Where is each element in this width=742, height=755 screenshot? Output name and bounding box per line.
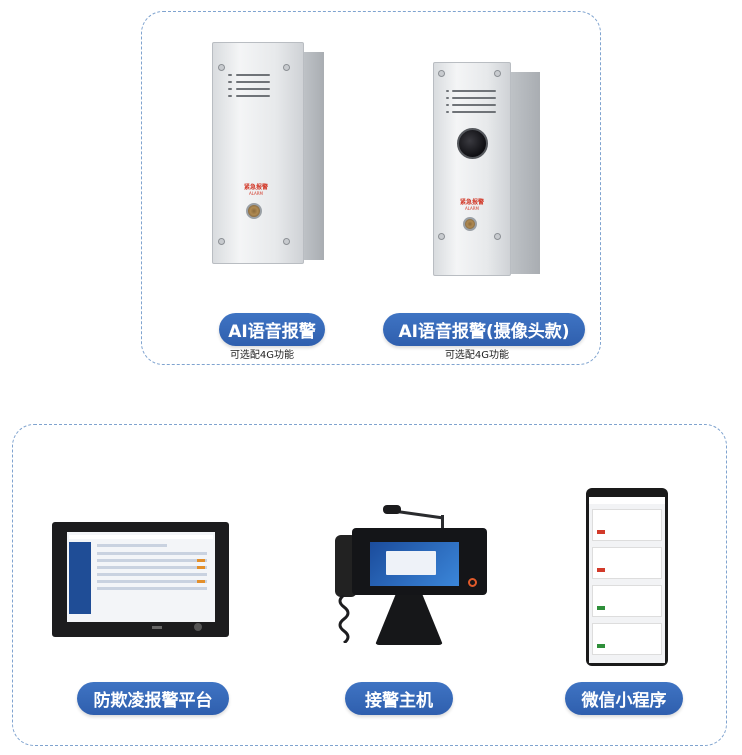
wechat-screen [589, 497, 665, 663]
screw-icon [494, 233, 501, 240]
panel-alarm-sublabel: ALARM [248, 191, 264, 196]
microphone-icon [383, 505, 401, 514]
screw-icon [438, 70, 445, 77]
panel-side [303, 52, 324, 260]
option-4g-note: 可选配4G功能 [229, 350, 295, 361]
handset-icon [335, 535, 357, 597]
panel-face [212, 42, 304, 264]
wechat-phone [586, 488, 668, 666]
screw-icon [218, 238, 225, 245]
panel-alarm-sublabel: ALARM [464, 206, 480, 211]
camera-lens-icon [457, 128, 488, 159]
rack-server-image [52, 522, 229, 637]
screw-icon [494, 70, 501, 77]
panel-alarm-label: 紧急报警 [243, 184, 269, 191]
handset-cord [338, 595, 350, 643]
alarm-host-label: 接警主机 [345, 682, 453, 715]
option-4g-note: 可选配4G功能 [444, 350, 510, 361]
screw-icon [438, 233, 445, 240]
ai-voice-alarm-label: AI语音报警 [219, 313, 325, 346]
screw-icon [283, 64, 290, 71]
ai-voice-alarm-camera-label: AI语音报警(摄像头款) [383, 313, 585, 346]
device-section-box [141, 11, 601, 365]
platform-screen [67, 532, 215, 622]
panel-face [433, 62, 511, 276]
alarm-button-icon [246, 203, 262, 219]
alarm-button-icon [463, 217, 477, 231]
screw-icon [218, 64, 225, 71]
anti-bullying-platform-label: 防欺凌报警平台 [77, 682, 229, 715]
panel-alarm-label: 紧急报警 [459, 199, 485, 206]
system-section-box [12, 424, 727, 746]
panel-side [510, 72, 540, 274]
screw-icon [283, 238, 290, 245]
host-tablet [352, 528, 487, 595]
wechat-mini-program-label: 微信小程序 [565, 682, 683, 715]
